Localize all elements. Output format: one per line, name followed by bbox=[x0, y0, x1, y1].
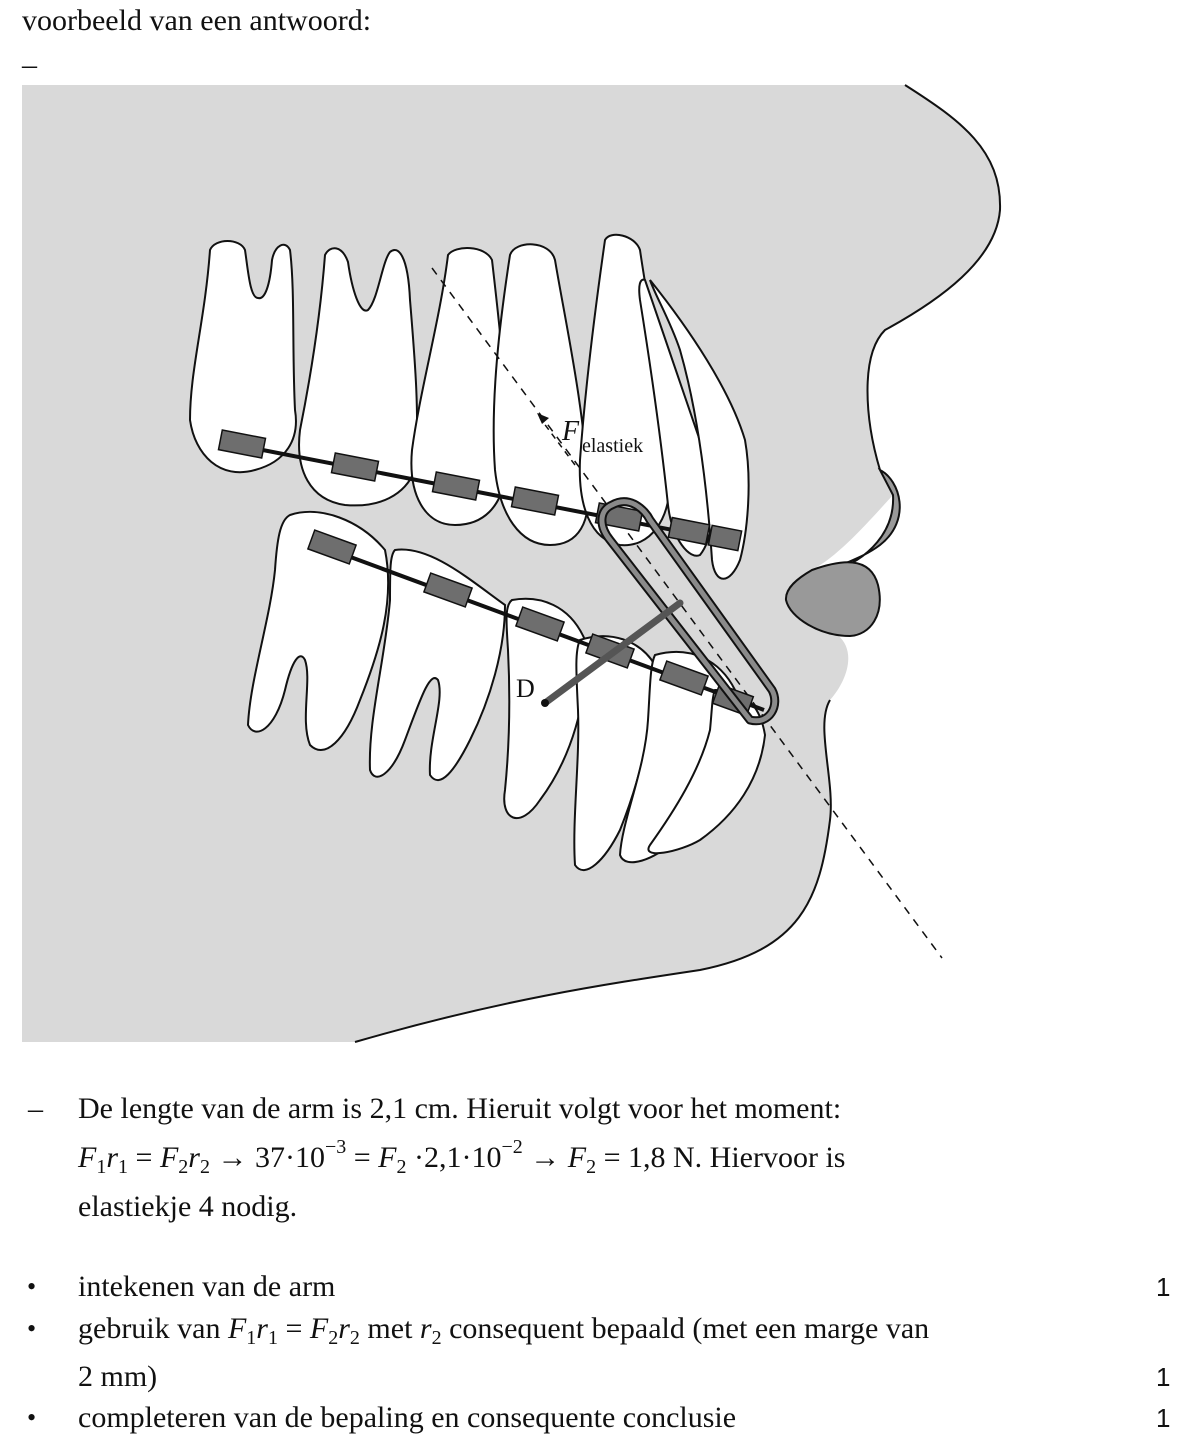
dash-marker: – bbox=[22, 48, 37, 81]
upper-bracket-6 bbox=[667, 516, 711, 546]
force-subscript: elastiek bbox=[582, 435, 643, 457]
lower-canine bbox=[618, 650, 737, 864]
score-points-1: 1 bbox=[1156, 1272, 1171, 1302]
lower-bracket-2 bbox=[422, 572, 474, 608]
elastic-band-inner bbox=[599, 499, 778, 724]
score-points-3: 1 bbox=[1156, 1403, 1171, 1433]
score-item-2: gebruik van F1r1 = F2r2 met r2 consequen… bbox=[78, 1312, 930, 1349]
bullet-1: • bbox=[27, 1272, 37, 1301]
upper-incisor-2 bbox=[638, 278, 715, 557]
upper-premolar-1 bbox=[410, 247, 508, 527]
force-arrow bbox=[539, 417, 576, 466]
upper-bracket-4 bbox=[510, 486, 560, 516]
score-item-2-line-2: 2 mm) bbox=[78, 1360, 158, 1393]
upper-incisor-1 bbox=[649, 279, 750, 580]
upper-premolar-2 bbox=[492, 243, 590, 547]
bullet-3: • bbox=[27, 1403, 37, 1432]
upper-bracket-3 bbox=[431, 471, 481, 501]
answer-dash: – bbox=[28, 1092, 43, 1125]
dental-figure: F elastiek D bbox=[22, 84, 1002, 1043]
upper-bracket-7 bbox=[707, 524, 743, 552]
lower-incisor bbox=[647, 688, 767, 855]
pivot-point-d bbox=[541, 699, 549, 707]
score-item-1: intekenen van de arm bbox=[78, 1270, 336, 1303]
lower-bracket-5 bbox=[658, 660, 710, 696]
lower-lip bbox=[784, 561, 881, 638]
lower-molar-1 bbox=[246, 510, 390, 751]
upper-bracket-2 bbox=[330, 452, 380, 482]
lower-premolar-1 bbox=[503, 597, 587, 820]
answer-line-3: elastiekje 4 nodig. bbox=[78, 1190, 298, 1223]
bullet-2: • bbox=[27, 1314, 37, 1343]
score-points-2: 1 bbox=[1156, 1362, 1171, 1392]
lower-bracket-1 bbox=[306, 529, 358, 565]
force-arrowhead bbox=[537, 413, 549, 424]
upper-molar-1 bbox=[188, 240, 297, 474]
point-label-d: D bbox=[516, 674, 535, 703]
moment-arm bbox=[541, 599, 684, 707]
answer-line-1: De lengte van de arm is 2,1 cm. Hieruit … bbox=[78, 1092, 842, 1125]
intro-text: voorbeeld van een antwoord: bbox=[22, 4, 372, 37]
lower-bracket-3 bbox=[514, 606, 566, 642]
answer-equation: F1r1 = F2r2 → 37·10−3 = F2 ·2,1·10−2 → F… bbox=[78, 1136, 846, 1178]
lower-molar-2 bbox=[368, 548, 507, 782]
upper-bracket-1 bbox=[217, 429, 267, 459]
upper-molar-2 bbox=[298, 247, 419, 507]
force-label: F bbox=[561, 416, 580, 447]
score-item-3: completeren van de bepaling en consequen… bbox=[78, 1401, 737, 1434]
